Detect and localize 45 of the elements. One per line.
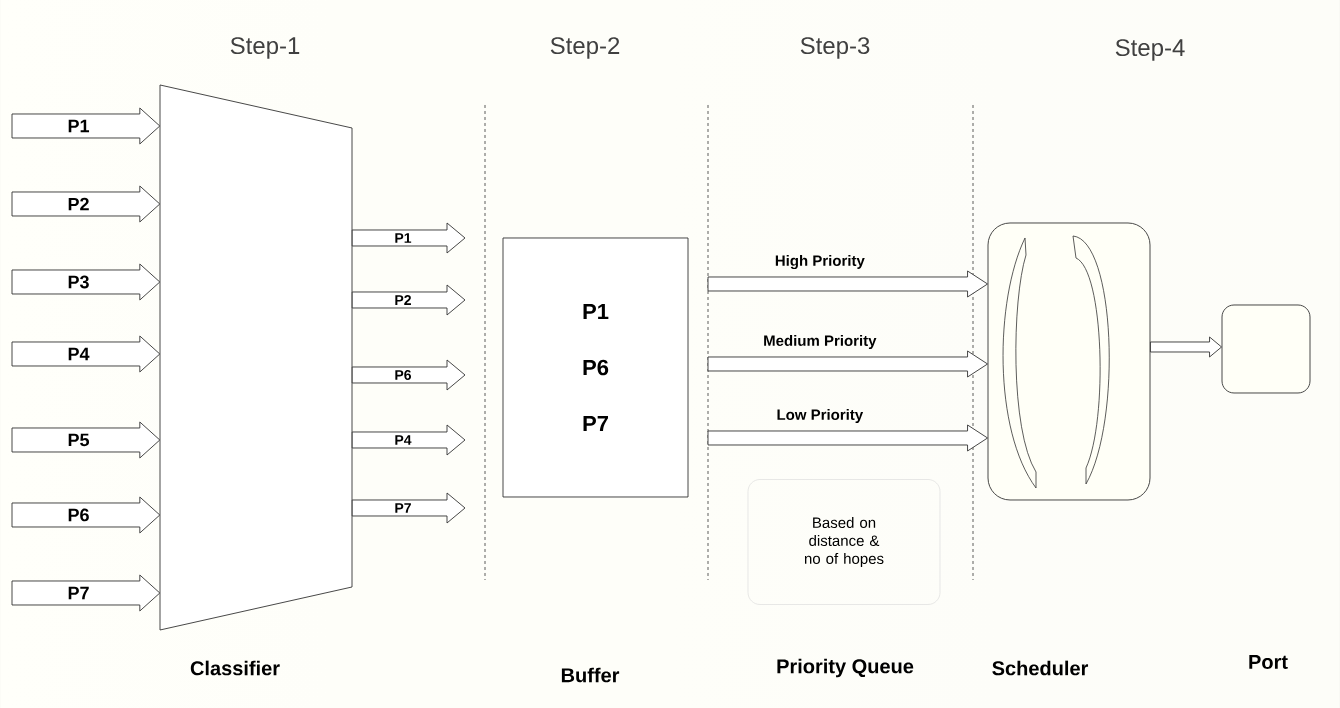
block-arrow (351, 492, 466, 524)
block-arrow (351, 222, 466, 254)
stage-label: Buffer (561, 667, 620, 683)
block-arrow (707, 350, 988, 378)
block-arrow (11, 335, 161, 373)
edge-label: P3 (67, 275, 91, 289)
stage-label: Port (1249, 655, 1288, 669)
step-label: Step-4 (1115, 39, 1185, 61)
edge-label: P1 (67, 119, 91, 133)
classifier-trapezoid (159, 84, 353, 631)
block-arrow (11, 185, 161, 223)
stage-label: Scheduler (992, 660, 1089, 676)
component-label: Classifier (190, 660, 280, 676)
edge-label: Low Priority (777, 409, 864, 423)
edge-label: P4 (393, 434, 413, 446)
block-arrow (11, 107, 161, 145)
edge-label: P4 (67, 347, 91, 361)
edge-label: P7 (393, 502, 413, 514)
edge-label: P6 (393, 369, 413, 381)
block-arrow (1150, 336, 1222, 358)
block-arrow (11, 263, 161, 301)
block-arrow (351, 359, 466, 391)
block-arrow (351, 424, 466, 456)
step-label: Step-2 (550, 37, 620, 59)
edge-label: P1 (393, 232, 413, 244)
stage-label: Priority Queue (777, 658, 914, 678)
edge-label: High Priority (775, 254, 865, 269)
edge-label: P5 (67, 433, 91, 447)
block-arrow (11, 496, 161, 534)
block-arrow (11, 574, 161, 612)
block-arrow (351, 284, 466, 316)
edge-label: Medium Priority (764, 335, 877, 349)
edge-label: P7 (67, 586, 91, 600)
block-arrow (707, 424, 988, 452)
edge-label: P2 (393, 294, 413, 306)
step-label: Step-1 (230, 37, 300, 59)
port-box (1221, 304, 1311, 394)
block-arrow (11, 421, 161, 459)
block-arrow (707, 270, 988, 298)
note-box: Based on distance & no of hopes (747, 479, 941, 605)
buffer-box: P1 P6 P7 (502, 237, 689, 498)
scheduler-box (987, 222, 1151, 501)
edge-label: P6 (67, 508, 91, 522)
step-label: Step-3 (800, 37, 870, 59)
edge-label: P2 (67, 197, 91, 211)
